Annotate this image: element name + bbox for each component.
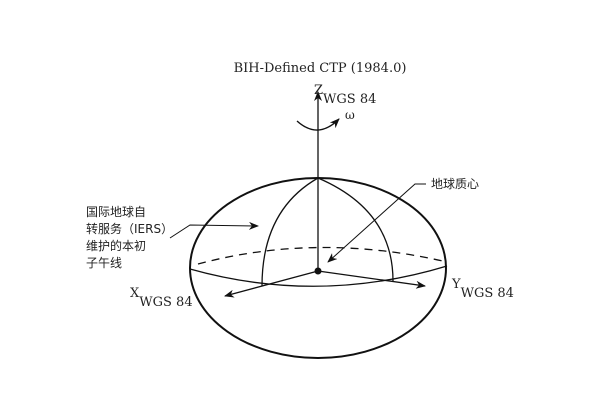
- z-axis-label: ZWGS 84: [314, 83, 376, 107]
- equator-back-dashed: [197, 246, 448, 265]
- diagram-title: BIH-Defined CTP (1984.0): [234, 61, 407, 76]
- geocenter-leader-arrow: [327, 183, 426, 263]
- equator-front: [189, 265, 448, 287]
- y-axis: [317, 270, 426, 289]
- svg-text:维护的本初: 维护的本初: [86, 238, 146, 253]
- geocenter-label: 地球质心: [431, 177, 479, 191]
- svg-text:国际地球自: 国际地球自: [86, 205, 146, 219]
- meridian-label: 国际地球自 转服务（IERS） 维护的本初 子午线: [86, 205, 173, 270]
- rotation-arrow-icon: [296, 118, 340, 131]
- y-axis-label: YWGS 84: [451, 277, 514, 301]
- geocenter-dot: [314, 267, 322, 275]
- svg-text:转服务（IERS）: 转服务（IERS）: [86, 221, 173, 236]
- svg-text:子午线: 子午线: [86, 256, 122, 270]
- meridian-leader-arrow: [169, 221, 259, 239]
- omega-label: ω: [345, 108, 355, 122]
- x-axis-label: XWGS 84: [130, 286, 193, 310]
- meridian-arc-90: [317, 177, 394, 282]
- x-axis: [224, 270, 319, 298]
- prime-meridian-arc: [261, 177, 319, 287]
